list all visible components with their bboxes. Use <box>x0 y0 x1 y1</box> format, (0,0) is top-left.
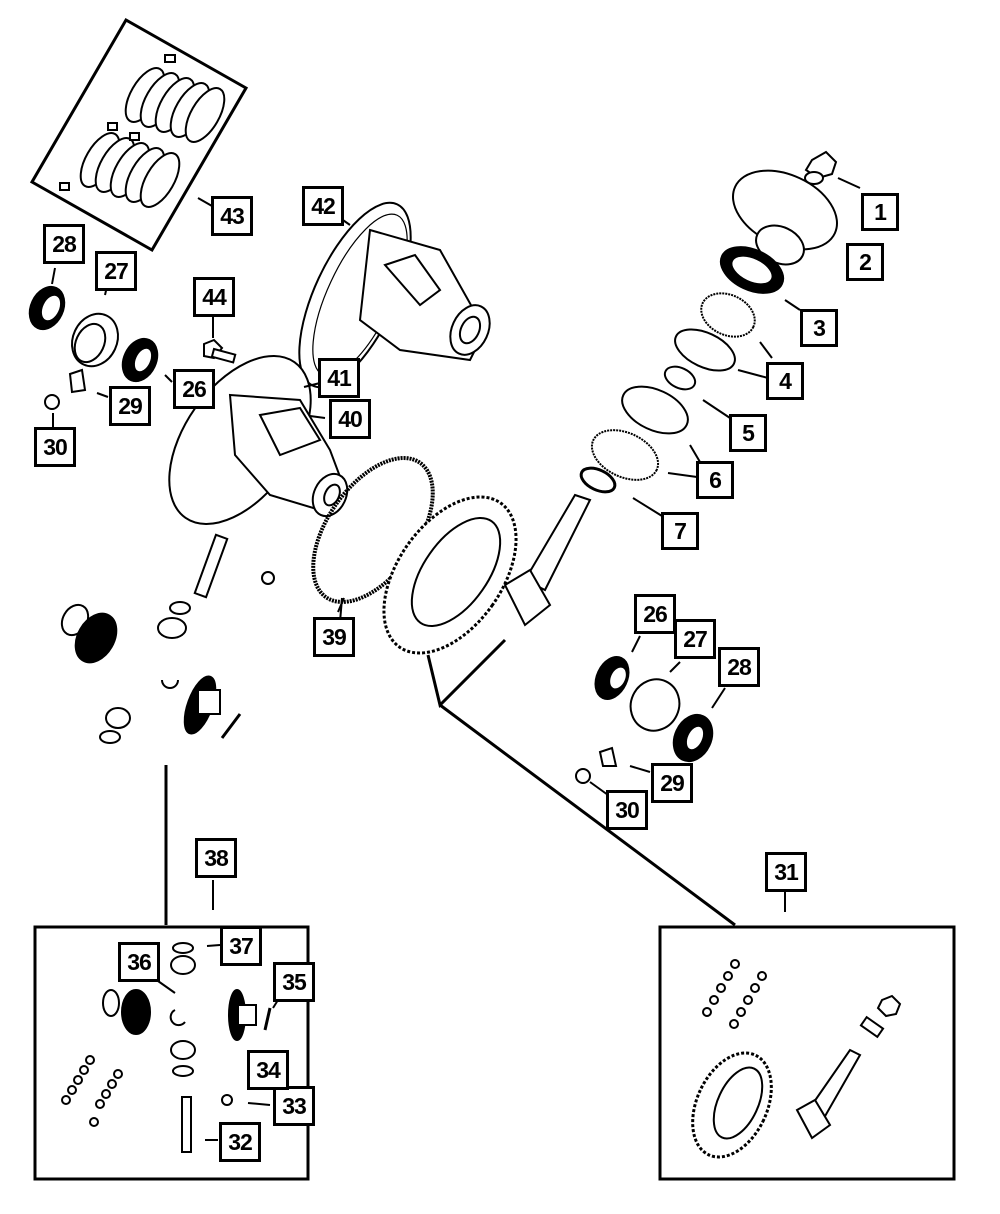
ring-pinion-kit-box <box>658 925 956 1181</box>
callout-35[interactable]: 35 <box>273 962 315 1002</box>
bolt-set-right-box <box>702 959 767 1029</box>
bolt-set-left-box <box>61 1055 123 1127</box>
pinion-gear-part <box>503 493 592 627</box>
callout-36[interactable]: 36 <box>118 942 160 982</box>
left-bearing-group <box>28 267 173 427</box>
callout-40[interactable]: 40 <box>329 399 371 439</box>
clutch-pack-kit-box <box>29 17 249 253</box>
pinion-bearing-stack <box>579 150 861 517</box>
callout-29-left[interactable]: 29 <box>109 386 151 426</box>
lsd-case-part <box>298 201 491 389</box>
clutch-plates-upper <box>124 54 226 143</box>
callout-6[interactable]: 6 <box>696 461 734 499</box>
callout-1[interactable]: 1 <box>861 193 899 231</box>
callout-34[interactable]: 34 <box>247 1050 289 1090</box>
callout-5[interactable]: 5 <box>729 414 767 452</box>
clutch-plates-lower <box>59 122 181 208</box>
callout-4[interactable]: 4 <box>766 362 804 400</box>
callout-37[interactable]: 37 <box>220 926 262 966</box>
diff-internals-loose <box>60 533 343 744</box>
callout-41[interactable]: 41 <box>318 358 360 398</box>
diff-gear-kit-box <box>33 925 310 1181</box>
callout-26-right[interactable]: 26 <box>634 594 676 634</box>
callout-2[interactable]: 2 <box>846 243 884 281</box>
callout-33[interactable]: 33 <box>273 1086 315 1126</box>
callout-27-left[interactable]: 27 <box>95 251 137 291</box>
callout-29-right[interactable]: 29 <box>651 763 693 803</box>
case-bolt-part <box>203 315 237 364</box>
callout-30-left[interactable]: 30 <box>34 427 76 467</box>
callout-26-left[interactable]: 26 <box>173 369 215 409</box>
callout-28-right[interactable]: 28 <box>718 647 760 687</box>
callout-38[interactable]: 38 <box>195 838 237 878</box>
callout-39[interactable]: 39 <box>313 617 355 657</box>
ring-gear-part <box>382 495 518 655</box>
callout-7[interactable]: 7 <box>661 512 699 550</box>
callout-28-left[interactable]: 28 <box>43 224 85 264</box>
callout-42[interactable]: 42 <box>302 186 344 226</box>
callout-44[interactable]: 44 <box>193 277 235 317</box>
callout-27-right[interactable]: 27 <box>674 619 716 659</box>
callout-3[interactable]: 3 <box>800 309 838 347</box>
callout-43[interactable]: 43 <box>211 196 253 236</box>
callout-30-right[interactable]: 30 <box>606 790 648 830</box>
callout-31[interactable]: 31 <box>765 852 807 892</box>
right-bearing-group <box>575 635 726 796</box>
callout-32[interactable]: 32 <box>219 1122 261 1162</box>
